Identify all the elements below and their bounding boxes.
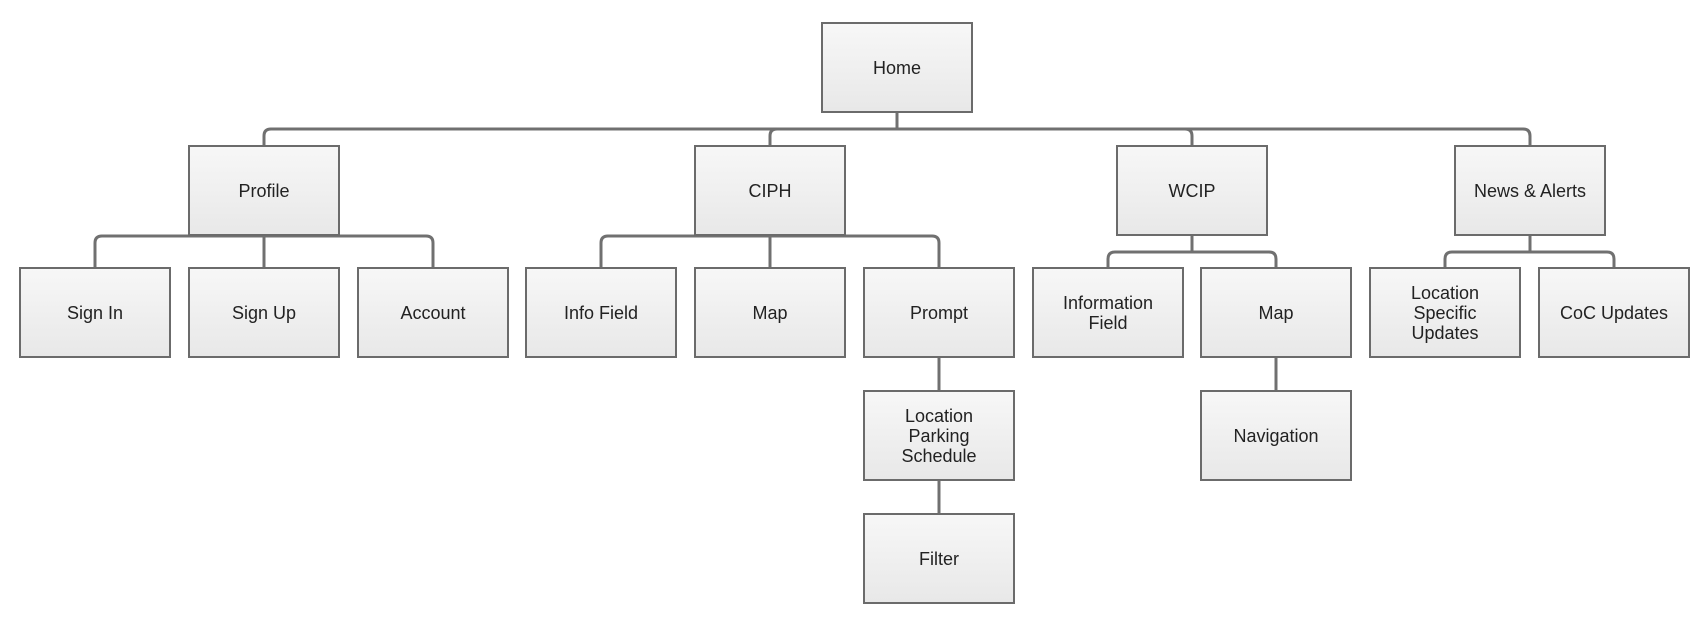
node-ciph-map: Map [694, 267, 846, 358]
node-wcip-map: Map [1200, 267, 1352, 358]
connector-home-profile [262, 127, 897, 145]
node-location-parking-schedule: Location Parking Schedule [863, 390, 1015, 481]
connector-profile-account [264, 234, 435, 267]
connector-wcip-wcip_map [1192, 250, 1278, 267]
node-sign-in: Sign In [19, 267, 171, 358]
connector-home-news_alerts [897, 127, 1532, 145]
connector-wcip-information_field [1106, 250, 1192, 267]
connector-profile-sign_in [93, 234, 264, 267]
connector-news_alerts-coc_updates [1530, 250, 1616, 267]
connector-home-ciph [768, 127, 897, 145]
connector-ciph-prompt [770, 234, 941, 267]
node-ciph: CIPH [694, 145, 846, 236]
node-wcip: WCIP [1116, 145, 1268, 236]
node-information-field: Information Field [1032, 267, 1184, 358]
connector-ciph-info_field [599, 234, 770, 267]
node-location-specific-updates: Location Specific Updates [1369, 267, 1521, 358]
node-navigation: Navigation [1200, 390, 1352, 481]
node-news-alerts: News & Alerts [1454, 145, 1606, 236]
node-info-field: Info Field [525, 267, 677, 358]
connector-home-wcip [897, 127, 1194, 145]
node-home: Home [821, 22, 973, 113]
node-account: Account [357, 267, 509, 358]
node-sign-up: Sign Up [188, 267, 340, 358]
node-coc-updates: CoC Updates [1538, 267, 1690, 358]
node-prompt: Prompt [863, 267, 1015, 358]
connector-news_alerts-location_specific_updates [1443, 250, 1530, 267]
node-filter: Filter [863, 513, 1015, 604]
node-profile: Profile [188, 145, 340, 236]
